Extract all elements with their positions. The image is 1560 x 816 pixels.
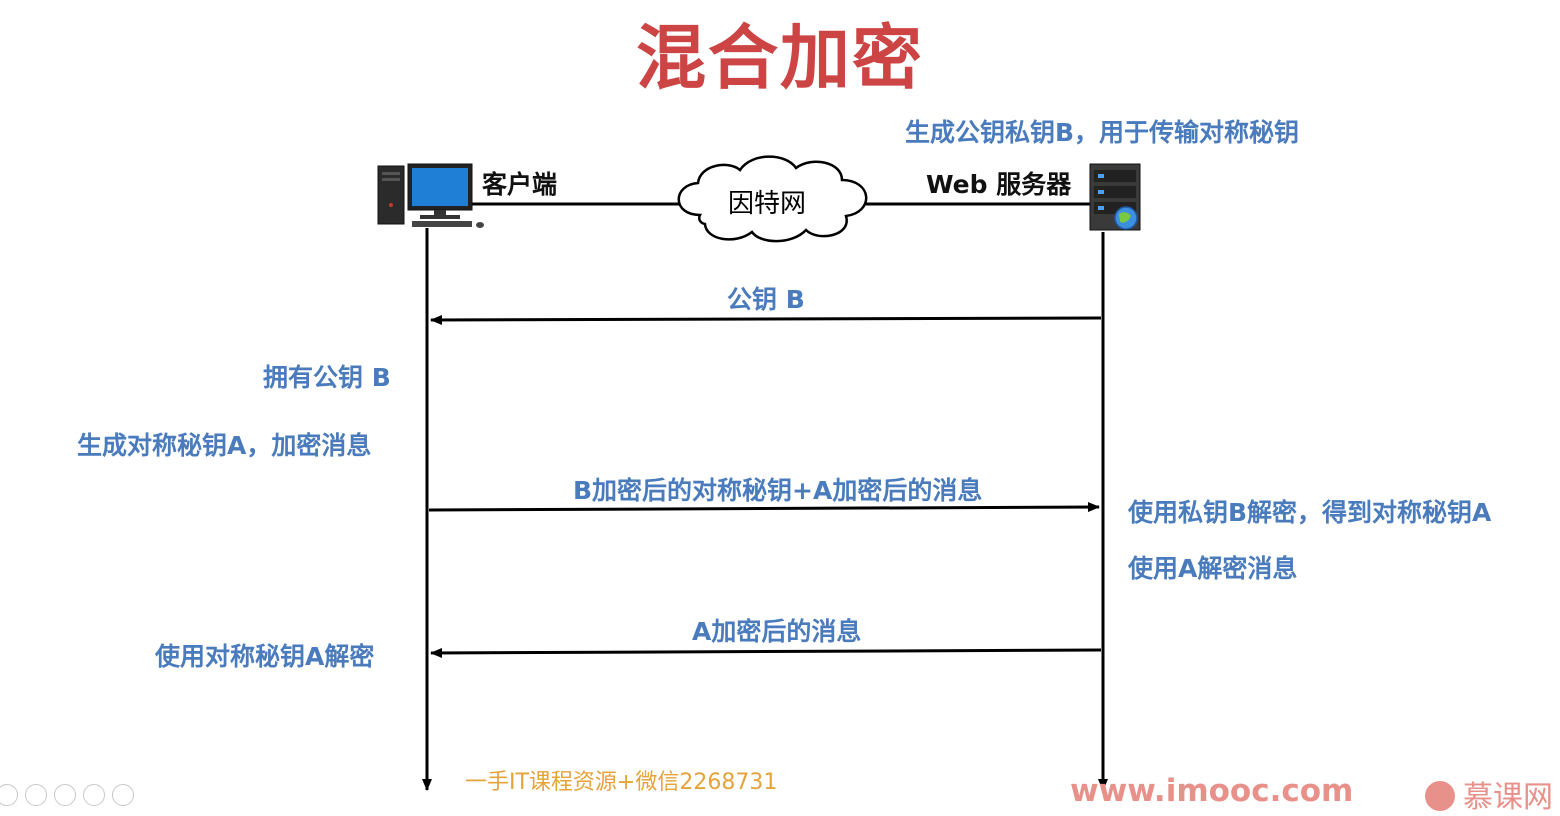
message-arrow-encrypted-message [430,647,1102,658]
server-label: Web 服务器 [926,170,1072,199]
message-label-public-key: 公钥 B [727,285,805,314]
page-title: 混合加密 [636,17,924,99]
brand-watermark: 慕课网 [1425,772,1553,816]
cloud-icon [677,155,868,243]
server-key-generation-note: 生成公钥私钥B，用于传输对称秘钥 [905,118,1300,147]
more-icon[interactable] [112,784,134,806]
play-icon[interactable] [0,784,18,806]
message-label-encrypted-key-and-message: B加密后的对称秘钥+A加密后的消息 [573,476,983,505]
zoom-icon[interactable] [83,784,105,806]
server-icon [1089,163,1141,231]
copy-icon[interactable] [54,784,76,806]
player-controls [0,784,141,810]
server-note-decrypt-private-key: 使用私钥B解密，得到对称秘钥A [1128,498,1492,527]
desktop-computer-icon [377,163,484,228]
message-arrow-public-key [430,314,1102,325]
flame-logo-icon [1425,781,1455,811]
client-note-decrypt-with-symmetric-key: 使用对称秘钥A解密 [155,642,375,671]
client-note-has-public-key: 拥有公钥 B [263,363,391,392]
server-note-decrypt-message: 使用A解密消息 [1128,554,1298,583]
message-arrow-encrypted-key-and-message [428,502,1100,513]
brand-name: 慕课网 [1463,780,1553,815]
pen-icon[interactable] [25,784,47,806]
internet-label: 因特网 [728,189,807,219]
site-url: www.imooc.com [1070,773,1354,809]
client-label: 客户端 [482,170,558,199]
client-note-generate-symmetric-key: 生成对称秘钥A，加密消息 [77,431,372,460]
watermark-text: 一手IT课程资源+微信2268731 [465,770,778,795]
message-label-encrypted-message: A加密后的消息 [692,617,862,646]
